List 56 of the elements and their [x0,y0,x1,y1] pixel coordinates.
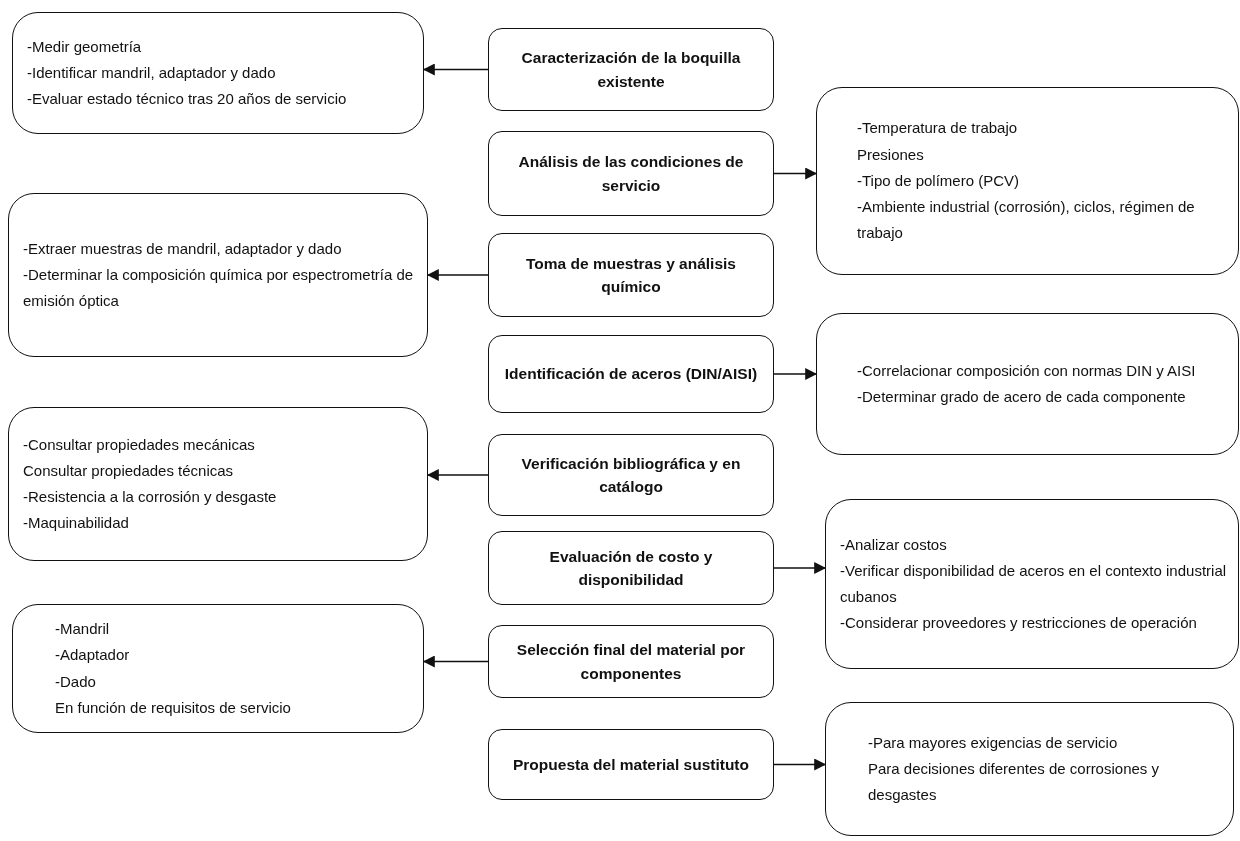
arrow [773,562,827,574]
detail-box [825,702,1234,836]
box-text: -Maquinabilidad [23,513,130,534]
box-text: Propuesta del material sustituto [513,754,749,775]
detail-box [825,499,1239,669]
process-box [488,335,774,413]
box-text: -Dado [55,671,97,692]
box-text: -Tipo de polímero (PCV) [857,170,1020,191]
box-text: -Evaluar estado técnico tras 20 años de servicio [27,89,348,110]
detail-box [8,407,428,561]
box-text: -Consultar propiedades mecánicas [23,434,256,455]
box-text: Selección final del material por componentes [515,640,747,684]
process-box [488,131,774,216]
process-box [488,625,774,698]
box-text: Identificación de aceros (DIN/AISI) [504,364,758,385]
box-text: -Ambiente industrial (corrosión), ciclos, régimen de trabajo [857,197,1196,244]
arrow [426,269,489,281]
box-text: -Adaptador [55,645,131,666]
box-text: -Analizar costos [840,534,948,555]
box-text: -Extraer muestras de mandril, adaptador y dado [23,238,343,259]
detail-box [816,313,1239,455]
process-box [488,729,774,800]
detail-box [12,12,424,134]
box-text: Presiones [857,144,925,165]
arrow [422,63,489,76]
arrow [426,469,489,481]
box-text: En función de requisitos de servicio [55,697,292,718]
box-text: Verificación bibliográfica y en catálogo [520,453,742,497]
box-text: -Determinar la composición química por espectrometría de emisión óptica [23,264,415,312]
process-box [488,233,774,317]
process-box [488,531,774,605]
box-text: Consultar propiedades técnicas [23,460,235,481]
box-text: Caracterización de la boquilla existente [520,48,742,92]
arrow [773,368,818,380]
arrow [773,758,827,771]
box-text: -Temperatura de trabajo [857,118,1019,139]
box-text: -Correlacionar composición con normas DIN y AISI [857,360,1197,381]
box-text: -Mandril [55,619,111,639]
process-box [488,434,774,516]
box-text: -Para mayores exigencias de servicio [868,732,1119,753]
box-text: -Determinar grado de acero de cada componente [857,387,1187,407]
box-text: -Resistencia a la corrosión y desgaste [23,487,278,507]
process-box [488,28,774,111]
arrow [773,167,818,180]
box-text: Evaluación de costo y disponibilidad [548,546,714,590]
box-text: -Identificar mandril, adaptador y dado [27,62,277,83]
box-text: Toma de muestras y análisis químico [525,253,737,297]
box-text: -Medir geometría [27,36,143,57]
box-text: Para decisiones diferentes de corrosiones y desgastes [868,758,1160,806]
box-text: -Considerar proveedores y restricciones de operación [840,613,1198,634]
box-text: Análisis de las condiciones de servicio [517,152,745,196]
arrow [422,655,489,668]
detail-box [816,87,1239,275]
detail-box [12,604,424,733]
box-text: -Verificar disponibilidad de aceros en el contexto industrial cubanos [840,560,1228,607]
detail-box [8,193,428,357]
